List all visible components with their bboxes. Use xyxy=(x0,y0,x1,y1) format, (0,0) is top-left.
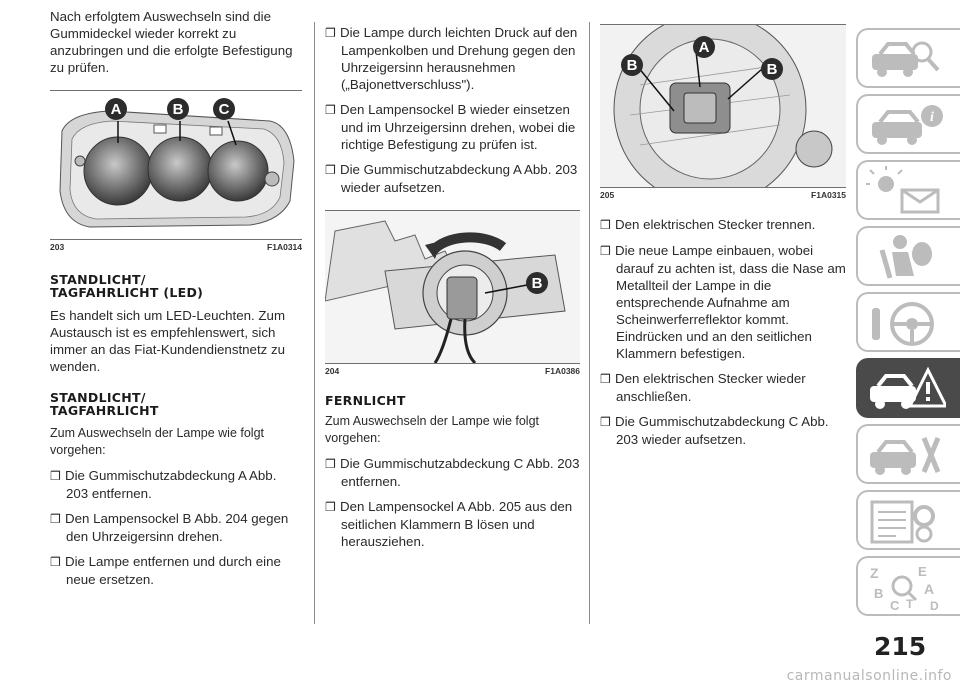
page-number: 215 xyxy=(874,632,927,661)
figure-203-caption: 203 F1A0314 xyxy=(50,242,302,252)
svg-text:B: B xyxy=(874,586,883,601)
svg-text:C: C xyxy=(890,598,900,612)
step-item: ❒Die Gummischutzabdeckung C Abb. 203 wie… xyxy=(600,414,829,447)
step-item: ❒Den elektrischen Stecker wieder anschli… xyxy=(600,371,806,404)
label-a: A xyxy=(693,36,715,58)
figure-205-caption: 205 F1A0315 xyxy=(600,190,846,200)
tab-maintenance[interactable] xyxy=(856,424,960,484)
svg-text:Z: Z xyxy=(870,565,879,581)
svg-text:B: B xyxy=(532,275,543,292)
bulb-holder-figure-205: B A B xyxy=(600,25,846,187)
led-paragraph: Es handelt sich um LED-Leuchten. Zum Aus… xyxy=(50,308,286,374)
figure-number: 203 xyxy=(50,242,65,252)
figure-204: B xyxy=(325,210,580,364)
label-b-right: B xyxy=(761,58,783,80)
checkbox-bullet-icon: ❒ xyxy=(600,372,611,386)
svg-text:D: D xyxy=(930,599,939,612)
figure-code: F1A0386 xyxy=(545,366,580,376)
bulb-socket-figure-204: B xyxy=(325,211,580,363)
step-item: ❒Die Gummischutzabdeckung A Abb. 203 ent… xyxy=(50,468,277,501)
step-item: ❒Die Gummischutzabdeckung A Abb. 203 wie… xyxy=(325,162,578,195)
figure-number: 205 xyxy=(600,190,615,200)
step-item: ❒Die Lampe durch leichten Druck auf den … xyxy=(325,25,578,92)
column-divider xyxy=(314,22,315,624)
car-search-icon xyxy=(872,41,940,77)
checkbox-bullet-icon: ❒ xyxy=(325,103,336,117)
watermark: carmanualsonline.info xyxy=(786,668,952,684)
figure-code: F1A0314 xyxy=(267,242,302,252)
column-3: B A B 205 F1A0315 ❒Den elektrischen Stec… xyxy=(600,0,846,456)
steering-wheel-icon xyxy=(872,302,934,346)
svg-text:B: B xyxy=(173,101,184,118)
checkbox-bullet-icon: ❒ xyxy=(50,512,61,526)
step-item: ❒Die neue Lampe einbauen, wobei darauf z… xyxy=(600,243,846,361)
checkbox-bullet-icon: ❒ xyxy=(325,500,336,514)
figure-205: B A B xyxy=(600,24,846,188)
svg-text:B: B xyxy=(767,61,778,78)
heading-standlicht-led: STANDLICHT/ TAGFAHRLICHT (LED) xyxy=(50,272,204,300)
tab-car-info[interactable]: i xyxy=(856,94,960,154)
tab-airbag-seat[interactable] xyxy=(856,226,960,286)
svg-text:E: E xyxy=(918,564,927,579)
airbag-seat-icon xyxy=(879,235,932,279)
svg-text:B: B xyxy=(627,57,638,74)
figure-204-caption: 204 F1A0386 xyxy=(325,366,580,376)
svg-text:T: T xyxy=(906,597,914,611)
step-list-3: ❒Die Gummischutzabdeckung C Abb. 203 ent… xyxy=(325,455,580,550)
label-b-left: B xyxy=(621,54,643,76)
step-list-2: ❒Die Lampe durch leichten Druck auf den … xyxy=(325,24,580,196)
heading-standlicht: STANDLICHT/ TAGFAHRLICHT xyxy=(50,390,159,418)
car-data-icon xyxy=(870,500,935,544)
tab-steering[interactable] xyxy=(856,292,960,352)
column-2: ❒Die Lampe durch leichten Druck auf den … xyxy=(325,0,580,558)
checkbox-bullet-icon: ❒ xyxy=(325,163,336,177)
figure-number: 204 xyxy=(325,366,340,376)
warning-lights-icon xyxy=(866,166,940,214)
label-c: C xyxy=(213,98,235,120)
figure-203: A B C xyxy=(50,90,302,240)
step-item: ❒Den elektrischen Stecker trennen. xyxy=(600,217,816,232)
checkbox-bullet-icon: ❒ xyxy=(50,555,61,569)
tab-technical-data[interactable] xyxy=(856,490,960,550)
step-list-4: ❒Den elektrischen Stecker trennen. ❒Die … xyxy=(600,216,846,448)
checkbox-bullet-icon: ❒ xyxy=(325,457,336,471)
tab-emergency[interactable] xyxy=(856,358,960,418)
tab-warning-lights[interactable] xyxy=(856,160,960,220)
tab-car-search[interactable] xyxy=(856,28,960,88)
intro-paragraph: Nach erfolgtem Auswechseln sind die Gumm… xyxy=(50,9,293,75)
emergency-car-icon xyxy=(870,366,946,409)
heading-fernlicht: FERNLICHT xyxy=(325,393,406,408)
step-list-1: ❒Die Gummischutzabdeckung A Abb. 203 ent… xyxy=(50,467,302,588)
checkbox-bullet-icon: ❒ xyxy=(600,218,611,232)
procedure-intro: Zum Auswechseln der Lampe wie folgt vorg… xyxy=(50,426,264,457)
procedure-intro: Zum Auswechseln der Lampe wie folgt vorg… xyxy=(325,414,539,445)
label-b: B xyxy=(167,98,189,120)
step-item: ❒Die Lampe entfernen und durch eine neue… xyxy=(50,554,281,587)
car-maintenance-icon xyxy=(870,437,941,475)
car-info-icon: i xyxy=(872,105,943,145)
checkbox-bullet-icon: ❒ xyxy=(50,469,61,483)
svg-text:A: A xyxy=(699,39,710,56)
checkbox-bullet-icon: ❒ xyxy=(325,26,336,40)
headlight-figure-203: A B C xyxy=(59,98,295,228)
svg-text:C: C xyxy=(219,101,230,118)
column-1: Nach erfolgtem Auswechseln sind die Gumm… xyxy=(50,0,302,596)
step-item: ❒Den Lampensockel B Abb. 204 gegen den U… xyxy=(50,511,289,544)
step-item: ❒Die Gummischutzabdeckung C Abb. 203 ent… xyxy=(325,456,580,489)
checkbox-bullet-icon: ❒ xyxy=(600,415,611,429)
svg-text:A: A xyxy=(111,101,122,118)
svg-text:A: A xyxy=(924,581,934,597)
svg-text:i: i xyxy=(930,110,934,125)
checkbox-bullet-icon: ❒ xyxy=(600,244,611,258)
column-divider xyxy=(589,22,590,624)
step-item: ❒Den Lampensockel A Abb. 205 aus den sei… xyxy=(325,499,573,549)
label-b: B xyxy=(526,272,548,294)
figure-code: F1A0315 xyxy=(811,190,846,200)
step-item: ❒Den Lampensockel B wieder einsetzen und… xyxy=(325,102,576,152)
label-a: A xyxy=(105,98,127,120)
